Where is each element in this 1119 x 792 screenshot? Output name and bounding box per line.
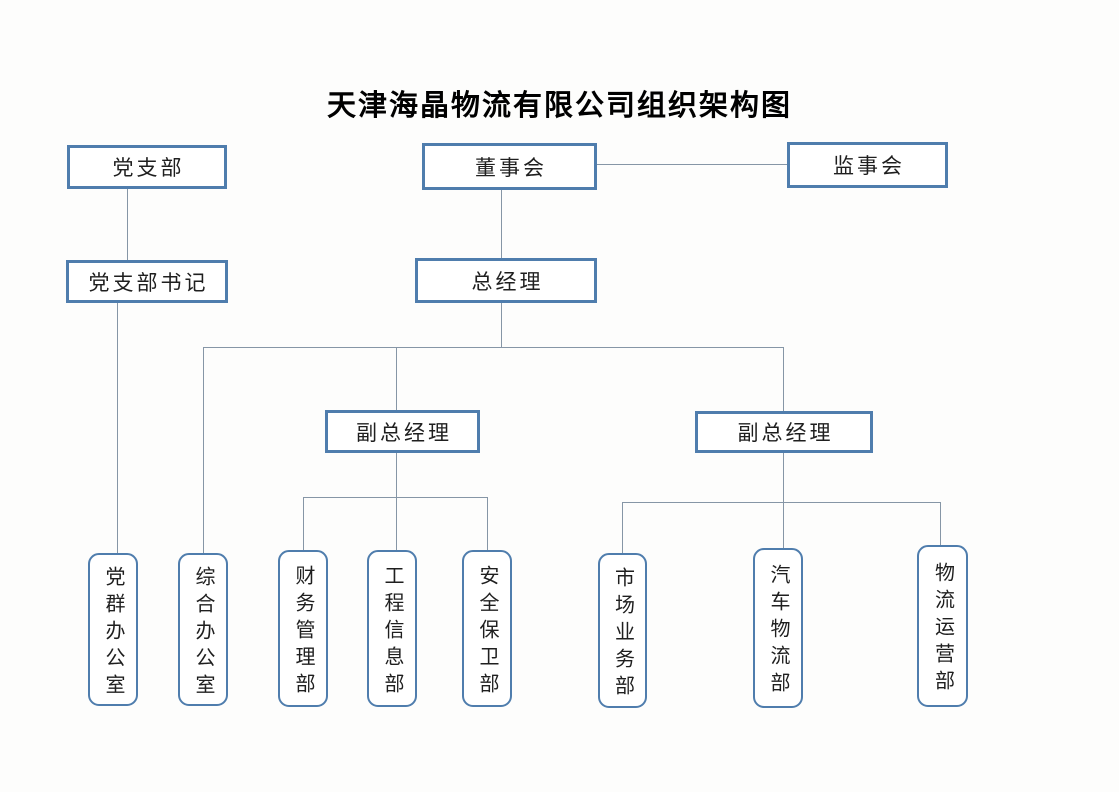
- connector-rail-to-auto-logistics-dept: [783, 502, 784, 548]
- connector-rail-to-deputy-gm-right: [783, 347, 784, 411]
- node-automobile-logistics-dept: 汽车物流部: [753, 548, 803, 708]
- node-security-dept-label: 安全保卫部: [476, 564, 498, 700]
- connector-rail-to-engineering-dept: [396, 497, 397, 550]
- connector-rail-to-general-affairs-office: [203, 347, 204, 553]
- connector-gm-rail: [203, 347, 784, 348]
- node-logistics-operations-dept: 物流运营部: [917, 545, 968, 707]
- connector-deputy-left-to-rail: [396, 453, 397, 498]
- node-party-branch-label: 党支部: [112, 156, 185, 180]
- node-deputy-general-manager-left-label: 副总经理: [356, 420, 452, 445]
- node-deputy-general-manager-left: 副总经理: [325, 410, 480, 453]
- node-engineering-information-dept-label: 工程信息部: [381, 564, 403, 700]
- connector-gm-to-rail: [501, 303, 502, 348]
- connector-rail-to-market-dept: [622, 502, 623, 553]
- connector-rail-to-logistics-operations-dept: [940, 502, 941, 545]
- connector-deputy-right-to-rail: [783, 453, 784, 503]
- node-automobile-logistics-dept-label: 汽车物流部: [767, 564, 789, 699]
- node-finance-management-dept-label: 财务管理部: [292, 564, 314, 700]
- connector-rail-to-deputy-gm-left: [396, 347, 397, 410]
- connector-board-to-gm: [501, 190, 502, 258]
- node-deputy-general-manager-right: 副总经理: [695, 411, 873, 453]
- node-supervisory-board-label: 监事会: [833, 154, 905, 178]
- connector-party-branch-to-secretary: [127, 189, 128, 260]
- node-general-manager-label: 总经理: [471, 269, 544, 294]
- node-party-branch-secretary-label: 党支部书记: [88, 270, 209, 295]
- connector-secretary-to-party-mass-office: [117, 303, 118, 553]
- node-party-mass-office-label: 党群办公室: [102, 565, 124, 701]
- node-market-business-dept-label: 市场业务部: [611, 566, 634, 702]
- node-finance-management-dept: 财务管理部: [278, 550, 328, 707]
- node-deputy-general-manager-right-label: 副总经理: [737, 421, 834, 445]
- node-engineering-information-dept: 工程信息部: [367, 550, 417, 707]
- connector-deputy-right-rail: [622, 502, 940, 503]
- connector-rail-to-security-dept: [487, 497, 488, 550]
- node-market-business-dept: 市场业务部: [598, 553, 647, 708]
- node-supervisory-board: 监事会: [787, 142, 948, 188]
- node-general-affairs-office: 综合办公室: [178, 553, 228, 706]
- chart-title: 天津海晶物流有限公司组织架构图: [326, 90, 792, 122]
- node-security-dept: 安全保卫部: [462, 550, 512, 707]
- connector-deputy-left-rail: [303, 497, 487, 498]
- connector-board-to-supervisory: [597, 164, 787, 165]
- node-general-affairs-office-label: 综合办公室: [192, 565, 214, 701]
- node-board-of-directors: 董事会: [422, 143, 597, 190]
- node-board-of-directors-label: 董事会: [475, 155, 547, 180]
- node-logistics-operations-dept-label: 物流运营部: [931, 562, 954, 697]
- node-general-manager: 总经理: [415, 258, 597, 303]
- node-party-mass-office: 党群办公室: [88, 553, 138, 706]
- node-party-branch: 党支部: [67, 145, 227, 189]
- connector-rail-to-finance-dept: [303, 497, 304, 550]
- node-party-branch-secretary: 党支部书记: [66, 260, 228, 303]
